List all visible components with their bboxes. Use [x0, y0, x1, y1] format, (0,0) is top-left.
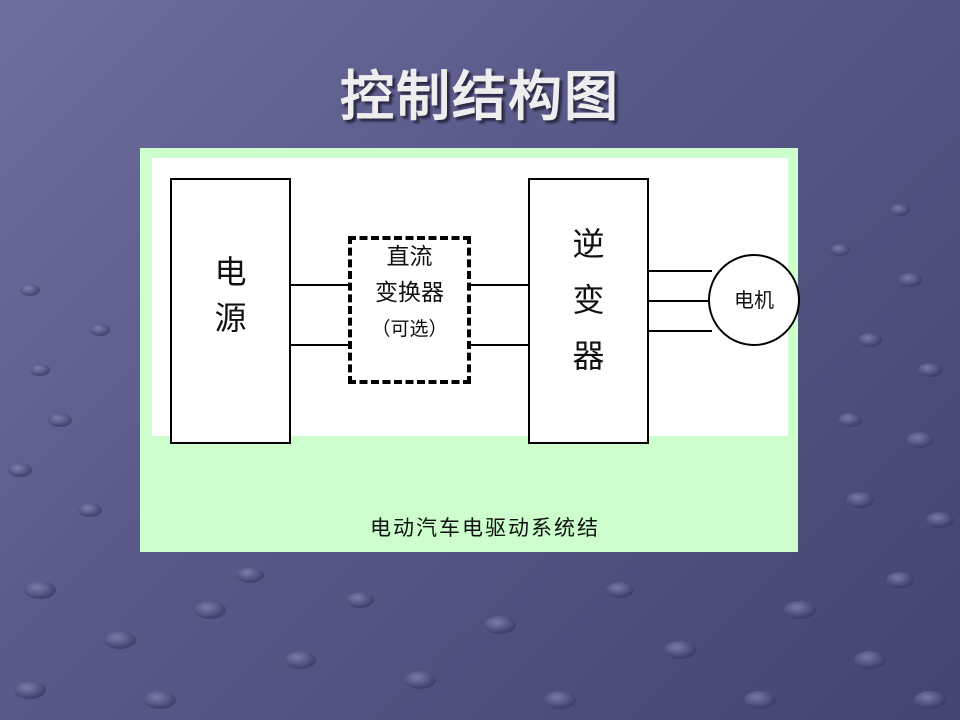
wire-power-dcdc-top	[291, 284, 348, 286]
slide-title: 控制结构图	[340, 65, 620, 128]
motor-circle: 电机	[708, 254, 800, 346]
wire-phase-a	[649, 270, 712, 272]
power-source-label-1: 电	[214, 253, 247, 291]
wire-phase-c	[649, 330, 712, 332]
dc-converter-label-3: （可选）	[371, 318, 448, 340]
wire-dcdc-inverter-top	[471, 284, 528, 286]
wire-phase-b	[649, 300, 708, 302]
inverter-block: 逆 变 器	[528, 178, 649, 444]
dc-converter-label-2: 变换器	[375, 280, 444, 306]
motor-label: 电机	[734, 288, 774, 312]
dc-converter-label-1: 直流	[386, 244, 433, 270]
inverter-label-3: 器	[572, 337, 605, 375]
inverter-label-1: 逆	[572, 225, 605, 263]
dc-converter-block: 直流 变换器 （可选）	[348, 236, 471, 384]
power-source-label-2: 源	[214, 299, 247, 337]
diagram-caption: 电动汽车电驱动系统结	[370, 516, 600, 540]
drive-system-diagram: 电 源 直流 变换器 （可选） 逆 变 器 电机 电动汽车电驱动系统结	[140, 148, 800, 552]
diagram-canvas: 电 源 直流 变换器 （可选） 逆 变 器 电机	[152, 158, 800, 444]
power-source-block: 电 源	[170, 178, 291, 444]
wire-power-dcdc-bottom	[291, 344, 348, 346]
inverter-label-2: 变	[572, 281, 605, 319]
wire-dcdc-inverter-bottom	[471, 344, 528, 346]
